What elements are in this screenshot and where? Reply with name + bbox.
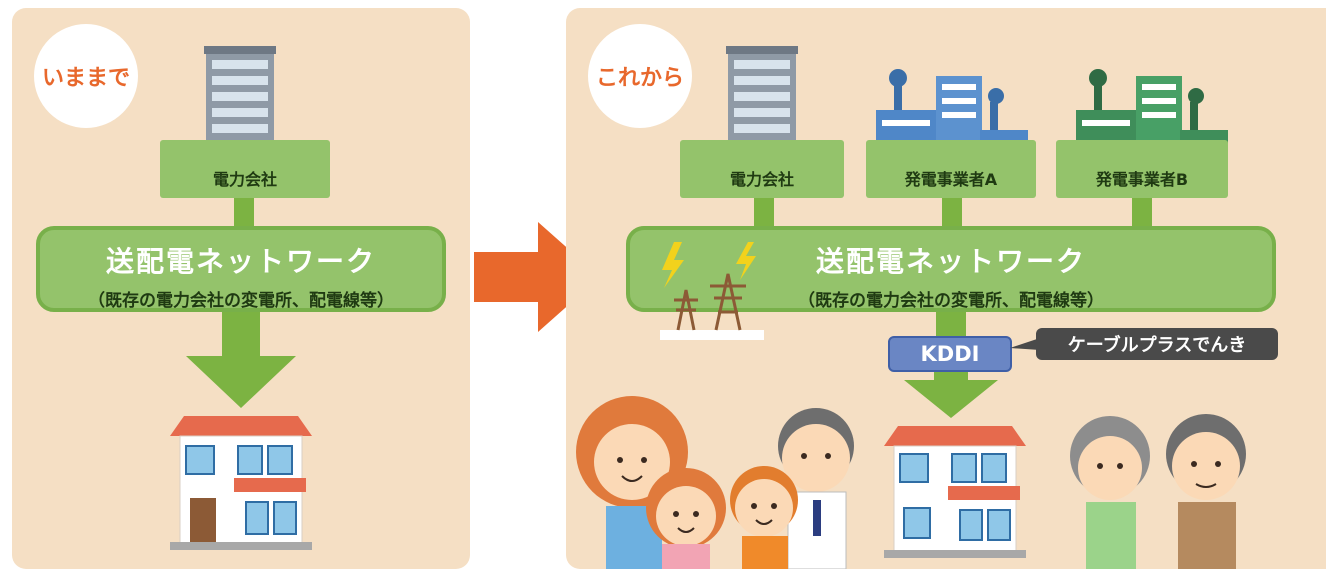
network-subtitle: （既存の電力会社の変電所、配電線等） (798, 291, 1104, 311)
connector-line (754, 198, 774, 228)
before-badge: いままで (34, 24, 138, 128)
network-subtitle: （既存の電力会社の変電所、配電線等） (88, 291, 394, 311)
power-pylon-icon (660, 242, 764, 340)
after-badge: これから (588, 24, 692, 128)
service-name-label: ケーブルプラスでんき (1036, 328, 1278, 360)
transmission-network-box: 送配電ネットワーク （既存の電力会社の変電所、配電線等） (36, 226, 446, 312)
connector-line (1132, 198, 1152, 228)
power-company-label: 電力会社 (160, 140, 330, 198)
house-icon (170, 416, 312, 550)
network-title: 送配電ネットワーク (815, 245, 1086, 278)
house-icon (884, 426, 1026, 558)
generator-a-label: 発電事業者A (866, 140, 1036, 198)
power-company-label: 電力会社 (680, 140, 844, 198)
network-title: 送配電ネットワーク (105, 245, 376, 278)
connector-line (936, 312, 966, 340)
down-arrow-icon (186, 312, 296, 408)
down-arrow-icon (904, 372, 998, 418)
kddi-badge: KDDI (888, 336, 1012, 372)
connector-line (942, 198, 962, 228)
family-illustration (576, 396, 854, 569)
elderly-couple-illustration (1070, 414, 1246, 569)
connector-line (234, 198, 254, 228)
callout-connector (1010, 338, 1040, 350)
generator-b-label: 発電事業者B (1056, 140, 1228, 198)
